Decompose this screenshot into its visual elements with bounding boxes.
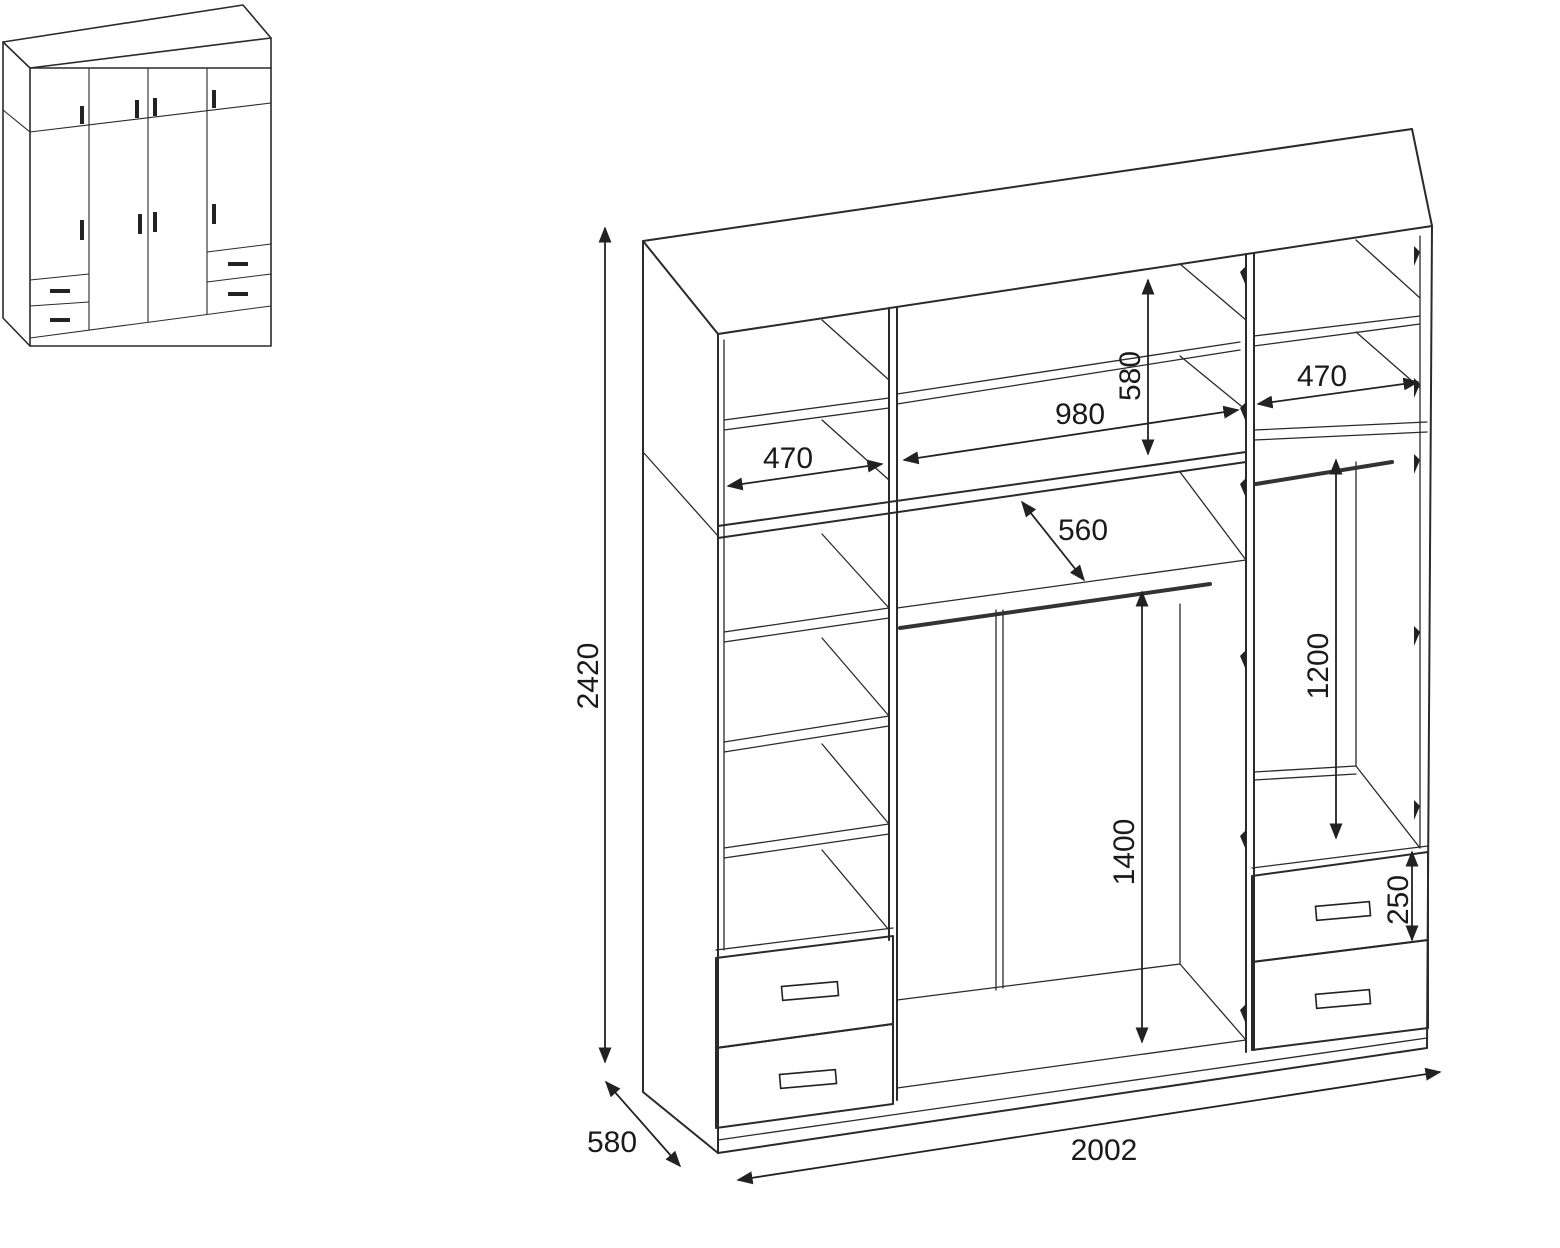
width-dimension-line: [736, 1067, 1442, 1185]
closed-wardrobe-thumbnail: [2, 4, 272, 347]
drawer-handle: [1314, 988, 1372, 1010]
left-drawers: [715, 927, 894, 1129]
height-label: 2420: [572, 643, 605, 710]
middle-width-line: [902, 405, 1240, 465]
drawer-handle: [780, 980, 840, 1002]
left-shelf-width-line: [726, 459, 884, 491]
top-panel: [642, 128, 1433, 335]
drawer-handle: [778, 1068, 838, 1090]
shelf-depth-label: 560: [1058, 514, 1108, 547]
width-label: 2002: [1071, 1134, 1138, 1167]
drawer-handle: [1314, 900, 1372, 922]
drawer-height-label: 250: [1382, 875, 1415, 925]
depth-dimension-line: [604, 1080, 682, 1168]
thumbnail-handles: [50, 90, 248, 322]
shelf-depth-line: [1020, 500, 1086, 582]
middle-width-label: 980: [1055, 398, 1105, 431]
right-shelf-width-label: 470: [1297, 360, 1347, 393]
top-height-label: 580: [1114, 351, 1147, 401]
middle-hanging-rail: [898, 582, 1212, 630]
thumbnail-front: [29, 67, 272, 347]
right-shelf-width-line: [1256, 377, 1420, 409]
dimension-lines: [598, 226, 1442, 1185]
left-side-panel: [642, 240, 719, 1154]
middle-hanging-height-label: 1400: [1108, 819, 1141, 886]
right-drawers: [1251, 845, 1429, 1051]
right-hanging-height-label: 1200: [1302, 633, 1335, 700]
depth-label: 580: [587, 1126, 637, 1159]
right-hanging-rail: [1254, 460, 1394, 486]
left-shelf-width-label: 470: [763, 442, 813, 475]
